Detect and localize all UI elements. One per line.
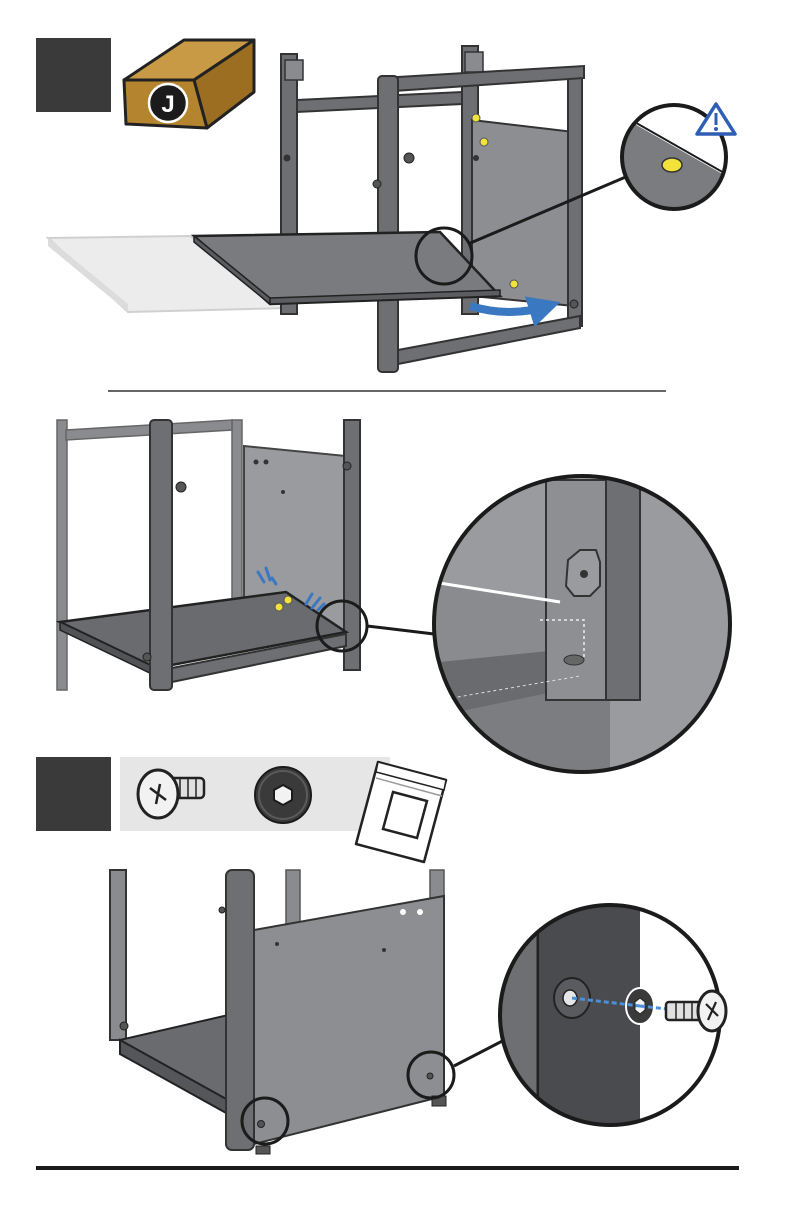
detail-magnifier-step-1b xyxy=(420,470,750,790)
box-j-label: J xyxy=(161,91,174,118)
step-1: J xyxy=(36,38,740,372)
cart-frame-step-2 xyxy=(110,870,446,1154)
step-2-number-box xyxy=(36,757,111,831)
slide-arrow xyxy=(470,306,548,312)
footer-rule xyxy=(36,1166,739,1170)
hex-washer-icon xyxy=(255,767,311,823)
step-1-number-box xyxy=(36,38,111,112)
step-1-installed-view xyxy=(57,420,750,790)
box-j-icon: J xyxy=(124,40,254,128)
bottom-panel-installed xyxy=(60,592,346,668)
step-2 xyxy=(36,757,726,1154)
back-panel xyxy=(472,120,574,306)
cart-frame-step-1 xyxy=(281,46,584,372)
